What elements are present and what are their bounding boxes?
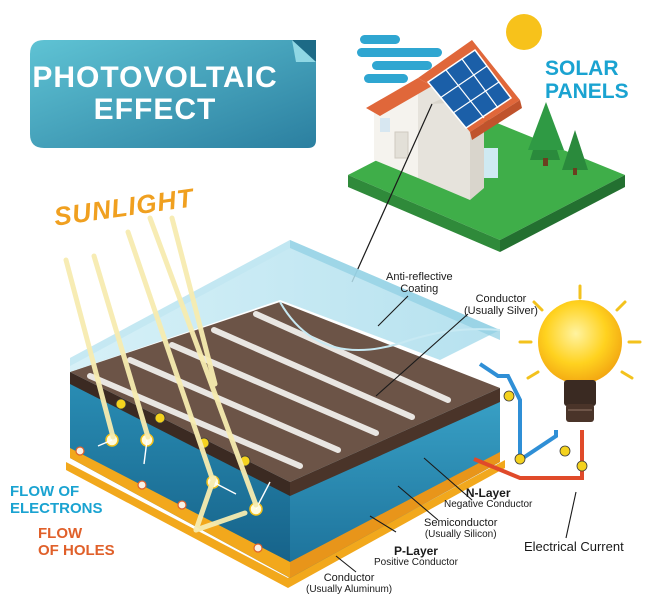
flow-of-holes-label: FLOW OF HOLES — [38, 526, 115, 559]
n-layer-desc: Negative Conductor — [444, 500, 532, 511]
electrical-current-label: Electrical Current — [524, 540, 624, 554]
n-layer-name: N-Layer — [444, 487, 532, 500]
semiconductor-desc: (Usually Silicon) — [424, 530, 497, 541]
conductor-bottom-line-1: Conductor — [306, 573, 392, 585]
title-line-1: PHOTOVOLTAIC — [30, 62, 280, 94]
page-title: PHOTOVOLTAIC EFFECT — [30, 62, 280, 127]
anti-reflective-label: Anti-reflective Coating — [386, 272, 453, 295]
anti-reflective-line-1: Anti-reflective — [386, 272, 453, 284]
flow-holes-line-2: OF HOLES — [38, 543, 115, 560]
flow-electrons-line-2: ELECTRONS — [10, 501, 103, 518]
anti-reflective-line-2: Coating — [386, 284, 453, 296]
solar-panels-line-1: SOLAR — [545, 58, 629, 81]
p-layer-desc: Positive Conductor — [374, 558, 458, 569]
title-line-2: EFFECT — [30, 94, 280, 126]
conductor-top-line-2: (Usually Silver) — [464, 306, 538, 318]
conductor-top-line-1: Conductor — [464, 294, 538, 306]
conductor-bottom-label: Conductor (Usually Aluminum) — [306, 573, 392, 595]
conductor-bottom-line-2: (Usually Aluminum) — [306, 585, 392, 596]
flow-electrons-line-1: FLOW OF — [10, 484, 103, 501]
flow-of-electrons-label: FLOW OF ELECTRONS — [10, 484, 103, 517]
sun-icon — [506, 14, 542, 50]
p-layer-label: P-Layer Positive Conductor — [374, 545, 458, 568]
p-layer-name: P-Layer — [374, 545, 458, 558]
conductor-top-label: Conductor (Usually Silver) — [464, 294, 538, 317]
semiconductor-label: Semiconductor (Usually Silicon) — [424, 518, 497, 540]
solar-panels-line-2: PANELS — [545, 81, 629, 104]
semiconductor-name: Semiconductor — [424, 518, 497, 530]
flow-holes-line-1: FLOW — [38, 526, 115, 543]
n-layer-label: N-Layer Negative Conductor — [444, 487, 532, 510]
light-bulb-icon — [520, 286, 640, 422]
solar-panels-label: SOLAR PANELS — [545, 58, 629, 103]
